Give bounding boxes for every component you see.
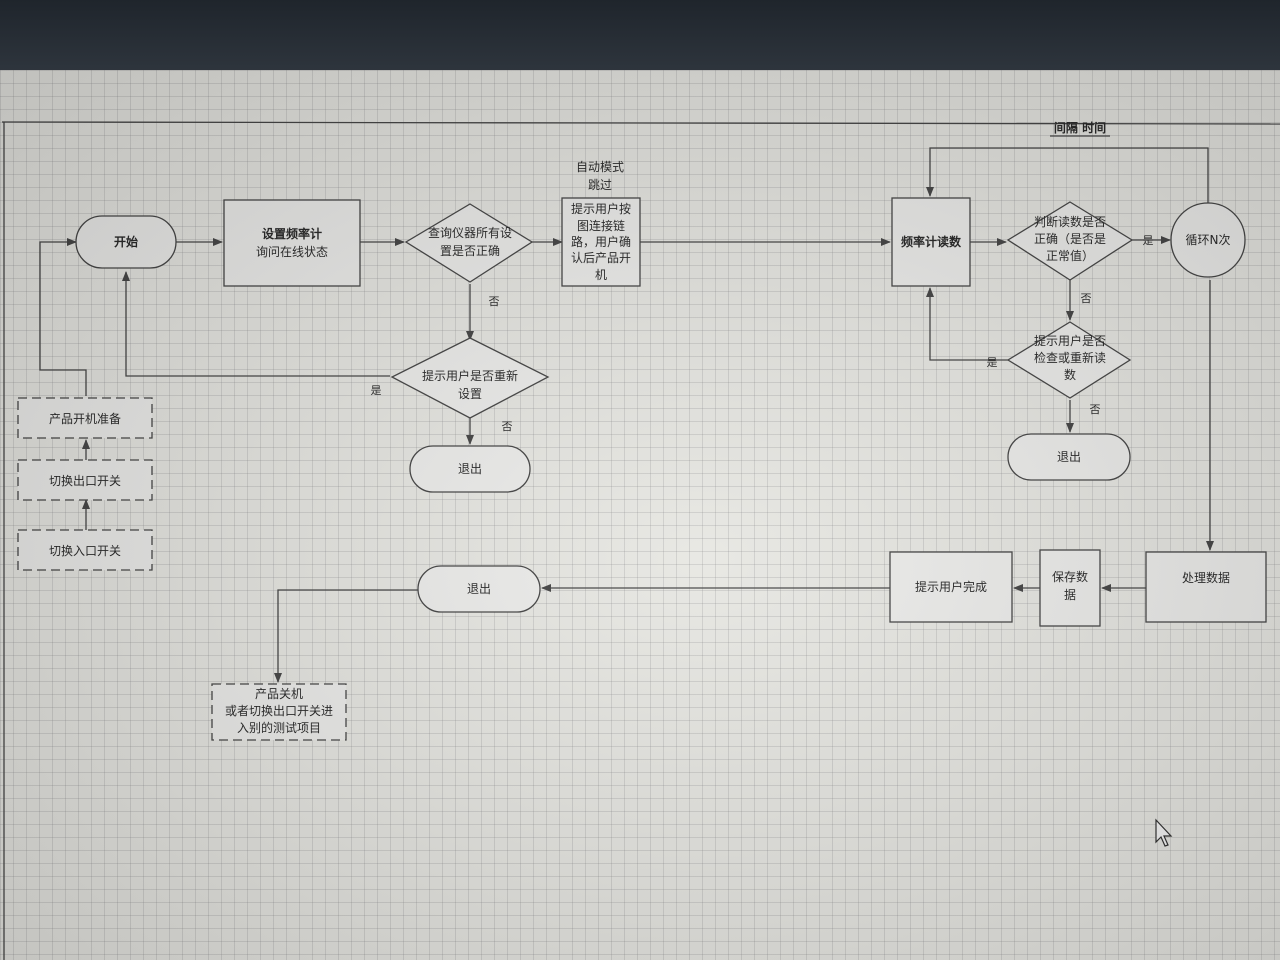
node-exit-bottom: 退出 [417, 565, 541, 613]
node-process-data: 处理数据 [1145, 551, 1267, 623]
label-no-reset: 否 [502, 420, 513, 433]
node-judge-reading: 判断读数是否 正确（是否是 正常值） [1006, 201, 1134, 281]
node-save-data: 保存数 据 [1039, 549, 1101, 627]
switch-output-label: 切换出口开关 [49, 474, 121, 488]
label-no-judge: 否 [1081, 292, 1092, 305]
prompt-connect-line-2: 图连接链 [577, 218, 625, 233]
decision-shape [1006, 201, 1134, 281]
node-prompt-reset: 提示用户是否重新 设置 [390, 337, 550, 419]
node-setup-line-2: 询问在线状态 [256, 245, 328, 259]
decision-shape [404, 203, 534, 283]
terminal-shape [417, 565, 541, 613]
arrow-reset-to-start [122, 271, 390, 377]
judge-line-2: 正确（是否是 [1034, 232, 1106, 246]
recheck-line-2: 检查或重新读 [1034, 350, 1106, 365]
exit-bottom-label: 退出 [467, 582, 491, 596]
dashed-box [17, 459, 153, 501]
judge-line-1: 判断读数是否 [1034, 214, 1106, 229]
node-prompt-connect: 提示用户按 图连接链 路，用户确 认后产品开 机 [561, 197, 641, 287]
process-shape [1039, 549, 1101, 627]
node-check-line-2: 置是否正确 [440, 244, 500, 258]
process-data-label: 处理数据 [1182, 570, 1230, 585]
exit-right-label: 退出 [1057, 450, 1081, 464]
interval-time-label: 间隔 时间 [1054, 120, 1106, 135]
exit-middle-label: 退出 [458, 462, 482, 476]
loop-n-label: 循环N次 [1186, 233, 1231, 247]
note-interval-time: 间隔 时间 [1050, 120, 1110, 137]
prompt-connect-line-5: 机 [595, 268, 607, 282]
save-data-line-1: 保存数 [1052, 569, 1088, 584]
node-prompt-recheck: 提示用户是否 检查或重新读 数 [1006, 321, 1132, 399]
connector-circle [1170, 202, 1246, 278]
terminal-shape [409, 445, 531, 493]
node-product-off: 产品关机 或者切换出口开关进 入别的测试项目 [211, 683, 347, 741]
product-off-line-1: 产品关机 [255, 687, 303, 701]
reset-line-2: 设置 [458, 387, 482, 401]
process-shape [561, 197, 641, 287]
label-yes-reset: 是 [371, 384, 382, 397]
node-counter-read: 频率计读数 [891, 197, 971, 287]
node-switch-output: 切换出口开关 [17, 459, 153, 501]
prompt-done-label: 提示用户完成 [915, 579, 987, 594]
product-ready-label: 产品开机准备 [49, 412, 121, 426]
node-check-settings: 查询仪器所有设 置是否正确 [404, 203, 534, 283]
dashed-box [211, 683, 347, 741]
decision-shape [390, 337, 550, 419]
node-exit-right: 退出 [1007, 433, 1131, 481]
prompt-connect-line-1: 提示用户按 [571, 201, 631, 216]
label-yes-judge: 是 [1143, 234, 1154, 247]
label-yes-recheck: 是 [987, 356, 998, 369]
label-no-check: 否 [489, 295, 500, 308]
node-setup-line-1: 设置频率计 [262, 226, 322, 241]
judge-line-3: 正常值） [1046, 248, 1094, 263]
mouse-cursor-icon [1155, 818, 1173, 847]
terminal-shape [1007, 433, 1131, 481]
label-no-recheck: 否 [1090, 403, 1101, 416]
prompt-connect-line-3: 路，用户确 [571, 234, 631, 249]
canvas-border [1, 121, 1280, 125]
node-prompt-done: 提示用户完成 [889, 551, 1013, 623]
product-off-line-2: 或者切换出口开关进 [225, 704, 333, 718]
process-shape [891, 197, 971, 287]
node-switch-input: 切换入口开关 [17, 529, 153, 571]
process-shape [889, 551, 1013, 623]
node-setup-counter: 设置频率计 询问在线状态 [223, 199, 361, 287]
edge-labels: 否 否 是 是 否 是 否 [371, 234, 1154, 433]
node-start: 开始 [75, 215, 177, 269]
process-shape [223, 199, 361, 287]
save-data-line-2: 据 [1064, 588, 1076, 602]
node-start-label: 开始 [114, 234, 138, 249]
arrow-recheck-yes [926, 287, 1008, 361]
auto-mode-line-2: 跳过 [588, 178, 612, 192]
node-product-ready: 产品开机准备 [17, 397, 153, 439]
counter-read-label: 频率计读数 [901, 234, 962, 249]
arrow-loop-back [926, 147, 1209, 203]
reset-line-1: 提示用户是否重新 [422, 368, 518, 383]
arrow-ready-to-start [39, 238, 87, 396]
auto-mode-line-1: 自动模式 [576, 160, 624, 174]
switch-input-label: 切换入口开关 [49, 544, 121, 558]
process-shape [1145, 551, 1267, 623]
node-auto-mode-note: 自动模式 跳过 [576, 160, 624, 192]
arrow-exit-to-off [274, 589, 418, 683]
product-off-line-3: 入别的测试项目 [237, 720, 321, 735]
prompt-connect-line-4: 认后产品开 [571, 251, 631, 265]
decision-shape [1006, 321, 1132, 399]
node-exit-middle: 退出 [409, 445, 531, 493]
terminal-shape [75, 215, 177, 269]
recheck-line-1: 提示用户是否 [1034, 333, 1106, 348]
dashed-box [17, 397, 153, 439]
connectors [39, 147, 1214, 683]
monitor-bezel [0, 0, 1280, 72]
dashed-box [17, 529, 153, 571]
node-check-line-1: 查询仪器所有设 [428, 226, 512, 240]
recheck-line-3: 数 [1064, 367, 1076, 382]
node-loop-n: 循环N次 [1170, 202, 1246, 278]
